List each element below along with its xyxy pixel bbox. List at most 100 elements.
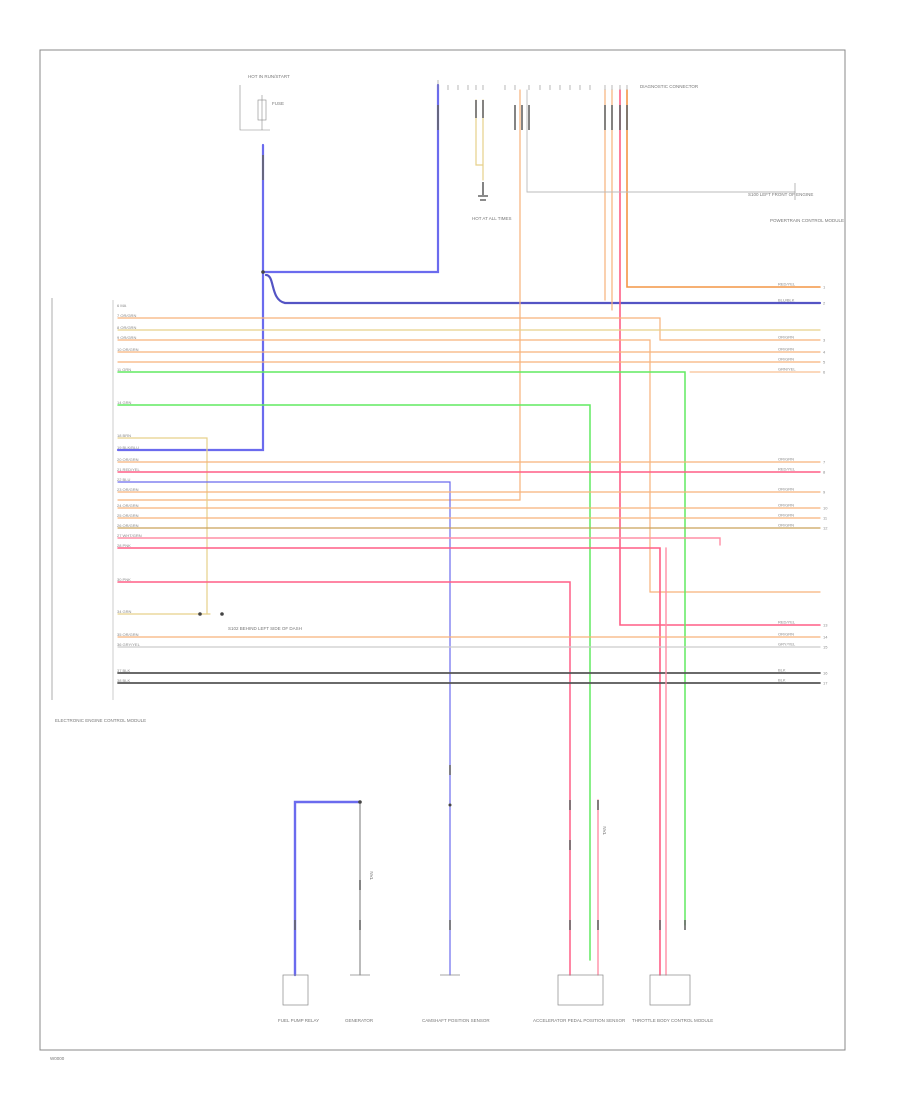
ecm-pin-label: 24 OR/GRN [117, 503, 139, 508]
ecm-pin-label: 19 BLK/BLU [117, 445, 139, 450]
right-pin-number: 1 [823, 285, 826, 290]
right-wire-label: OR/GRN [778, 513, 794, 518]
ecm-pin-label: 37 BLK [117, 668, 130, 673]
ecm-pin-label: 34 GRN [117, 609, 132, 614]
right-wire-label: OR/GRN [778, 347, 794, 352]
module-right-label: POWERTRAIN CONTROL MODULE [770, 218, 844, 223]
right-wire-label: BLU/BLK [778, 298, 795, 303]
ecm-wire-11 [117, 371, 686, 926]
right-wire-label: RED/YEL [778, 282, 796, 287]
right-pin-number: 14 [823, 635, 828, 640]
ecm-wire-18 [117, 437, 208, 615]
ecm-pin-label: 25 OR/GRN [117, 513, 139, 518]
ecm-pin-label: 22 BLU [117, 477, 130, 482]
ecm-pin-label: 36 GRY/YEL [117, 642, 141, 647]
right-wire-label: BLK [778, 668, 786, 673]
ecm-pin-label: 23 OR/GRN [117, 487, 139, 492]
right-pin-number: 10 [823, 506, 828, 511]
ecm-wire-7 [117, 317, 821, 341]
right-wire-label: OR/GRN [778, 335, 794, 340]
right-wire-label: OR/GRN [778, 357, 794, 362]
ecm-pin-label: 8 OR/GRN [117, 325, 136, 330]
fuel-pump-wire [293, 800, 362, 977]
ecm-pin-label: 6 MA [117, 303, 127, 308]
right-wire-label: OR/GRN [778, 503, 794, 508]
ecm-title: ELECTRONIC ENGINE CONTROL MODULE [55, 718, 146, 723]
ecm-pin-label: 28 PNK [117, 543, 131, 548]
right-wire-labels: RED/YEL1BLU/BLK2OR/GRN3OR/GRN4OR/GRN5GRN… [778, 282, 828, 686]
ground-symbol-top [478, 195, 488, 201]
right-wire-label: OR/GRN [778, 487, 794, 492]
ecm-pin-label: 10 OR/GRN [117, 347, 139, 352]
right-wire-label: RED/YEL [778, 467, 796, 472]
throttle-body-box [649, 974, 691, 1006]
diagram-id: W0000 [50, 1056, 65, 1061]
bottom-label-1: FUEL PUMP RELAY [278, 1018, 319, 1023]
right-wire-label: GRN/YEL [778, 367, 796, 372]
ecm-wire-14 [117, 404, 591, 961]
right-pin-number: 15 [823, 645, 828, 650]
ecm-pin-label: 30 PNK [117, 577, 131, 582]
red-connector-wire [619, 89, 821, 626]
bottom-components [282, 974, 691, 1006]
right-pin-number: 9 [823, 490, 826, 495]
fuel-pump-relay-box [282, 974, 309, 1006]
right-pin-number: 16 [823, 671, 828, 676]
right-wire-label: OR/GRN [778, 457, 794, 462]
splice-dots [198, 270, 452, 807]
hot-at-all-times-label: HOT AT ALL TIMES [472, 216, 512, 221]
right-pin-number: 8 [823, 470, 826, 475]
bottom-label-4: ACCELERATOR PEDAL POSITION SENSOR [533, 1018, 626, 1023]
ecm-pin-label: 38 BLK [117, 678, 130, 683]
right-pin-number: 3 [823, 338, 826, 343]
bottom-label-2: GENERATOR [345, 1018, 374, 1023]
bottom-label-3: CAMSHAFT POSITION SENSOR [422, 1018, 490, 1023]
right-pin-number: 17 [823, 681, 828, 686]
right-pin-number: 6 [823, 370, 826, 375]
right-pin-number: 7 [823, 460, 826, 465]
gray-diag-wire [526, 89, 796, 193]
splice-left-label: S100 LEFT FRONT OF ENGINE [748, 192, 813, 197]
right-wire-label: GRY/YEL [778, 642, 796, 647]
wire-tag-1: TAN [369, 871, 374, 880]
wires [116, 83, 822, 977]
ecm-pin-label: 26 OR/GRN [117, 523, 139, 528]
right-wire-label: OR/GRN [778, 632, 794, 637]
ecm-pin-label: 7 OR/GRN [117, 313, 136, 318]
right-wire-label: RED/YEL [778, 620, 796, 625]
connector-ticks [262, 100, 686, 930]
right-pin-number: 11 [823, 516, 828, 521]
hot-in-run-label: HOT IN RUN/START [248, 74, 290, 79]
ecm-pin-label: 9 OR/GRN [117, 335, 136, 340]
diagnostic-connector-pins [437, 80, 628, 90]
ecm-pin-label: 11 GRN [117, 367, 131, 372]
blue-loop-wire [264, 273, 822, 305]
fuse-symbol [239, 85, 270, 131]
ecm-pin-label: 20 OR/GRN [117, 457, 139, 462]
ecm-wire-27 [117, 537, 721, 546]
orange-diag-wire-3 [117, 89, 521, 501]
splice-mid-label: S102 BEHIND LEFT SIDE OF DASH [228, 626, 302, 631]
ecm-pin-label: 21 RED/YEL [117, 467, 140, 472]
blue-feed-wire-2 [261, 83, 440, 274]
tan-ground-wire [475, 99, 484, 166]
ecm-pin-label: 14 GRN [117, 400, 132, 405]
wire-tag-2: TAN [602, 826, 607, 835]
right-pin-number: 5 [823, 360, 826, 365]
right-wire-label: OR/GRN [778, 523, 794, 528]
fuse-label: FUSE [272, 101, 284, 106]
ecm-wire-28 [117, 547, 661, 976]
bottom-label-5: THROTTLE BODY CONTROL MODULE [632, 1018, 713, 1023]
diagram-frame [39, 49, 846, 1051]
ecm-wire-9 [117, 339, 821, 593]
right-wire-label: BLK [778, 678, 786, 683]
right-pin-number: 4 [823, 350, 826, 355]
accel-pedal-sensor-box [557, 974, 604, 1006]
ecm-pin-label: 18 BRN [117, 433, 131, 438]
right-pin-number: 12 [823, 526, 828, 531]
ecm-wire-22 [117, 481, 451, 976]
blue-feed-wire [116, 143, 265, 452]
right-pin-number: 13 [823, 623, 828, 628]
ecm-wire-30 [117, 581, 571, 976]
